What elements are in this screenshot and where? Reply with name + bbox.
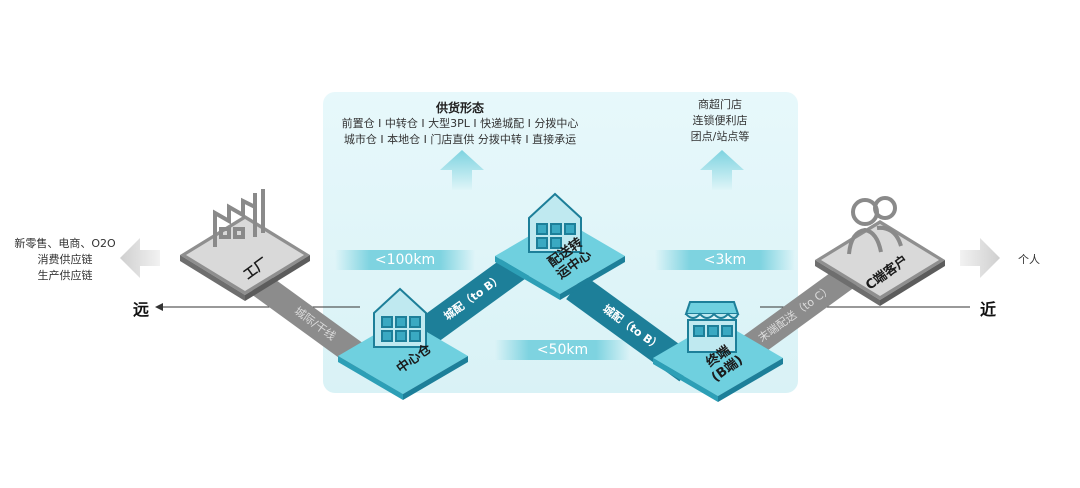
supply-forms-line2: 城市仓 I 本地仓 I 门店直供 分拨中转 I 直接承运 xyxy=(343,133,577,146)
distance-band-100km: <100km xyxy=(335,250,475,270)
supply-forms-line1: 前置仓 I 中转仓 I 大型3PL I 快递城配 I 分拨中心 xyxy=(341,117,579,130)
house-icon xyxy=(528,192,582,253)
left-market-line2: 消费供应链 xyxy=(37,253,93,266)
far-label: 远 xyxy=(133,300,150,319)
customer-tile xyxy=(815,220,945,306)
up-arrow-icon xyxy=(440,150,484,190)
central-warehouse-tile xyxy=(338,318,468,400)
up-arrow-icon xyxy=(700,150,744,190)
far-axis-line xyxy=(155,303,360,311)
factory-icon xyxy=(213,189,265,247)
store-types-block: 商超门店 连锁便利店 团点/站点等 xyxy=(670,97,770,145)
store-types-line2: 连锁便利店 xyxy=(692,114,748,127)
distribution-hub-tile xyxy=(495,218,625,300)
warehouse-icon xyxy=(373,287,427,348)
right-individual-label: 个人 xyxy=(1018,253,1040,266)
terminal-tile xyxy=(653,320,783,402)
supply-forms-block: 供货形态 前置仓 I 中转仓 I 大型3PL I 快递城配 I 分拨中心 城市仓… xyxy=(330,100,590,148)
person-icon xyxy=(847,196,903,255)
near-label: 近 xyxy=(980,300,997,319)
distance-band-3km: <3km xyxy=(655,250,795,270)
left-market-line3: 生产供应链 xyxy=(37,269,93,282)
right-arrow-icon xyxy=(960,238,1000,278)
shop-icon xyxy=(684,301,740,353)
left-market-line1: 新零售、电商、O2O xyxy=(14,237,116,250)
distance-band-50km: <50km xyxy=(495,340,630,360)
store-types-line1: 商超门店 xyxy=(698,98,742,111)
supply-forms-title: 供货形态 xyxy=(435,101,484,115)
left-market-block: 新零售、电商、O2O 消费供应链 生产供应链 xyxy=(10,236,120,284)
left-arrow-icon xyxy=(120,238,160,278)
store-types-line3: 团点/站点等 xyxy=(690,130,750,143)
